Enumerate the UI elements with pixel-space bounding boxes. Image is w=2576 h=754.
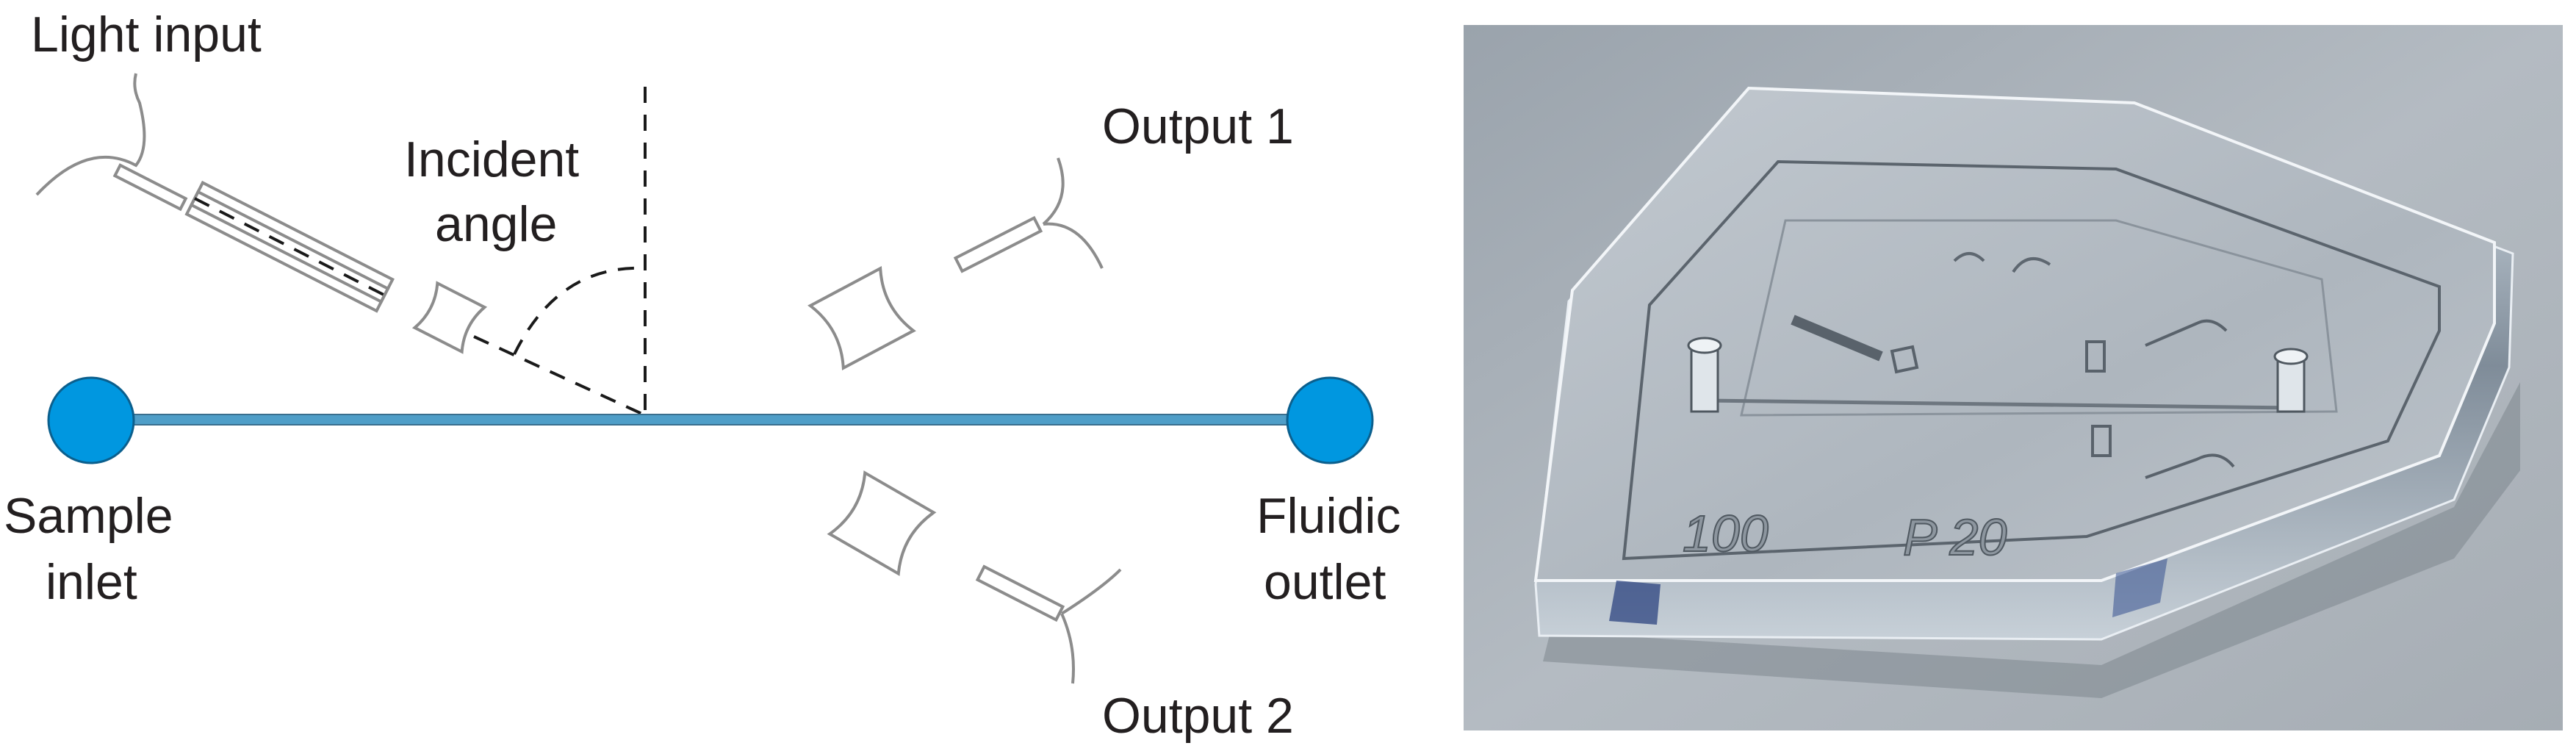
label-output2: Output 2 [1102, 688, 1294, 744]
label-sample-inlet-1: Sample [4, 488, 173, 544]
etched-output1 [2145, 319, 2228, 347]
inlet-connector [1687, 337, 1722, 413]
edge-reflection-left [1609, 581, 1661, 625]
label-fluidic-outlet-1: Fluidic [1256, 488, 1401, 544]
fluidic-outlet-port [1286, 376, 1374, 464]
label-output1: Output 1 [1102, 98, 1294, 154]
label-light-input: Light input [31, 7, 262, 62]
etched-output2 [2145, 453, 2235, 479]
etched-lens-3 [2091, 425, 2112, 457]
output1-holder [1042, 157, 1104, 269]
chip-inner-edge [1622, 159, 2441, 561]
output1-lens [807, 266, 916, 370]
label-incident-angle-2: angle [435, 196, 557, 252]
device-photo: 100 P 20 [1464, 25, 2563, 730]
input-lens [411, 281, 488, 354]
output2-fiber [975, 564, 1065, 622]
incident-angle-arc [513, 266, 646, 355]
sample-inlet-port [47, 376, 135, 464]
etched-input-fiber [1791, 315, 1883, 362]
etched-logo [1953, 252, 2051, 273]
fluidic-channel [124, 414, 1331, 426]
label-sample-inlet-2: inlet [46, 554, 137, 610]
etched-fluidic-channel [1704, 398, 2293, 410]
chip-shadow [1543, 382, 2520, 698]
output2-lens [827, 470, 937, 576]
outlet-connector [2273, 348, 2309, 413]
etched-lens-2 [2085, 340, 2106, 373]
engraving-100: 100 [1683, 505, 1769, 562]
light-input-holder [35, 73, 146, 196]
output2-holder [1060, 568, 1122, 684]
chip-top-surface [1533, 86, 2496, 582]
label-fluidic-outlet-2: outlet [1264, 554, 1386, 610]
light-input-fiber [112, 163, 188, 212]
schematic-diagram: Light input Incident angle Output 1 Outp… [4, 7, 1401, 744]
engraving-p20: P 20 [1903, 509, 2007, 566]
incident-beam [473, 335, 646, 417]
label-incident-angle-1: Incident [404, 132, 579, 187]
etched-channel-frame [1740, 219, 2338, 417]
collimator-tube [184, 180, 395, 313]
edge-reflection-right [2112, 559, 2167, 617]
etched-lens-1 [1890, 345, 1919, 374]
output1-fiber [953, 215, 1043, 273]
